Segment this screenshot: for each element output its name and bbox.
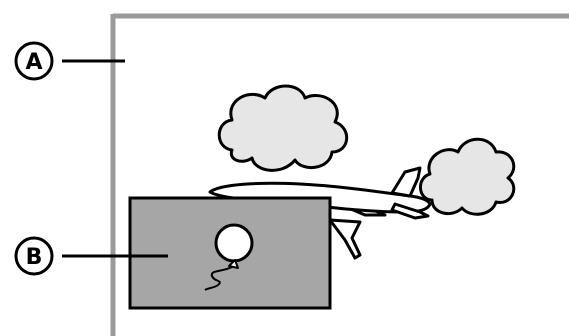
balloon-icon (204, 223, 254, 291)
callout-a: A (14, 41, 125, 81)
cloud-icon (419, 137, 516, 216)
callout-a-letter: A (25, 50, 42, 75)
callout-b-circle (14, 236, 54, 276)
gray-panel (128, 196, 332, 310)
cloud-icon (217, 84, 349, 172)
callout-b: B (14, 236, 168, 276)
frame-outline (110, 13, 569, 336)
callout-a-circle (14, 41, 54, 81)
callout-b-letter: B (26, 245, 43, 270)
